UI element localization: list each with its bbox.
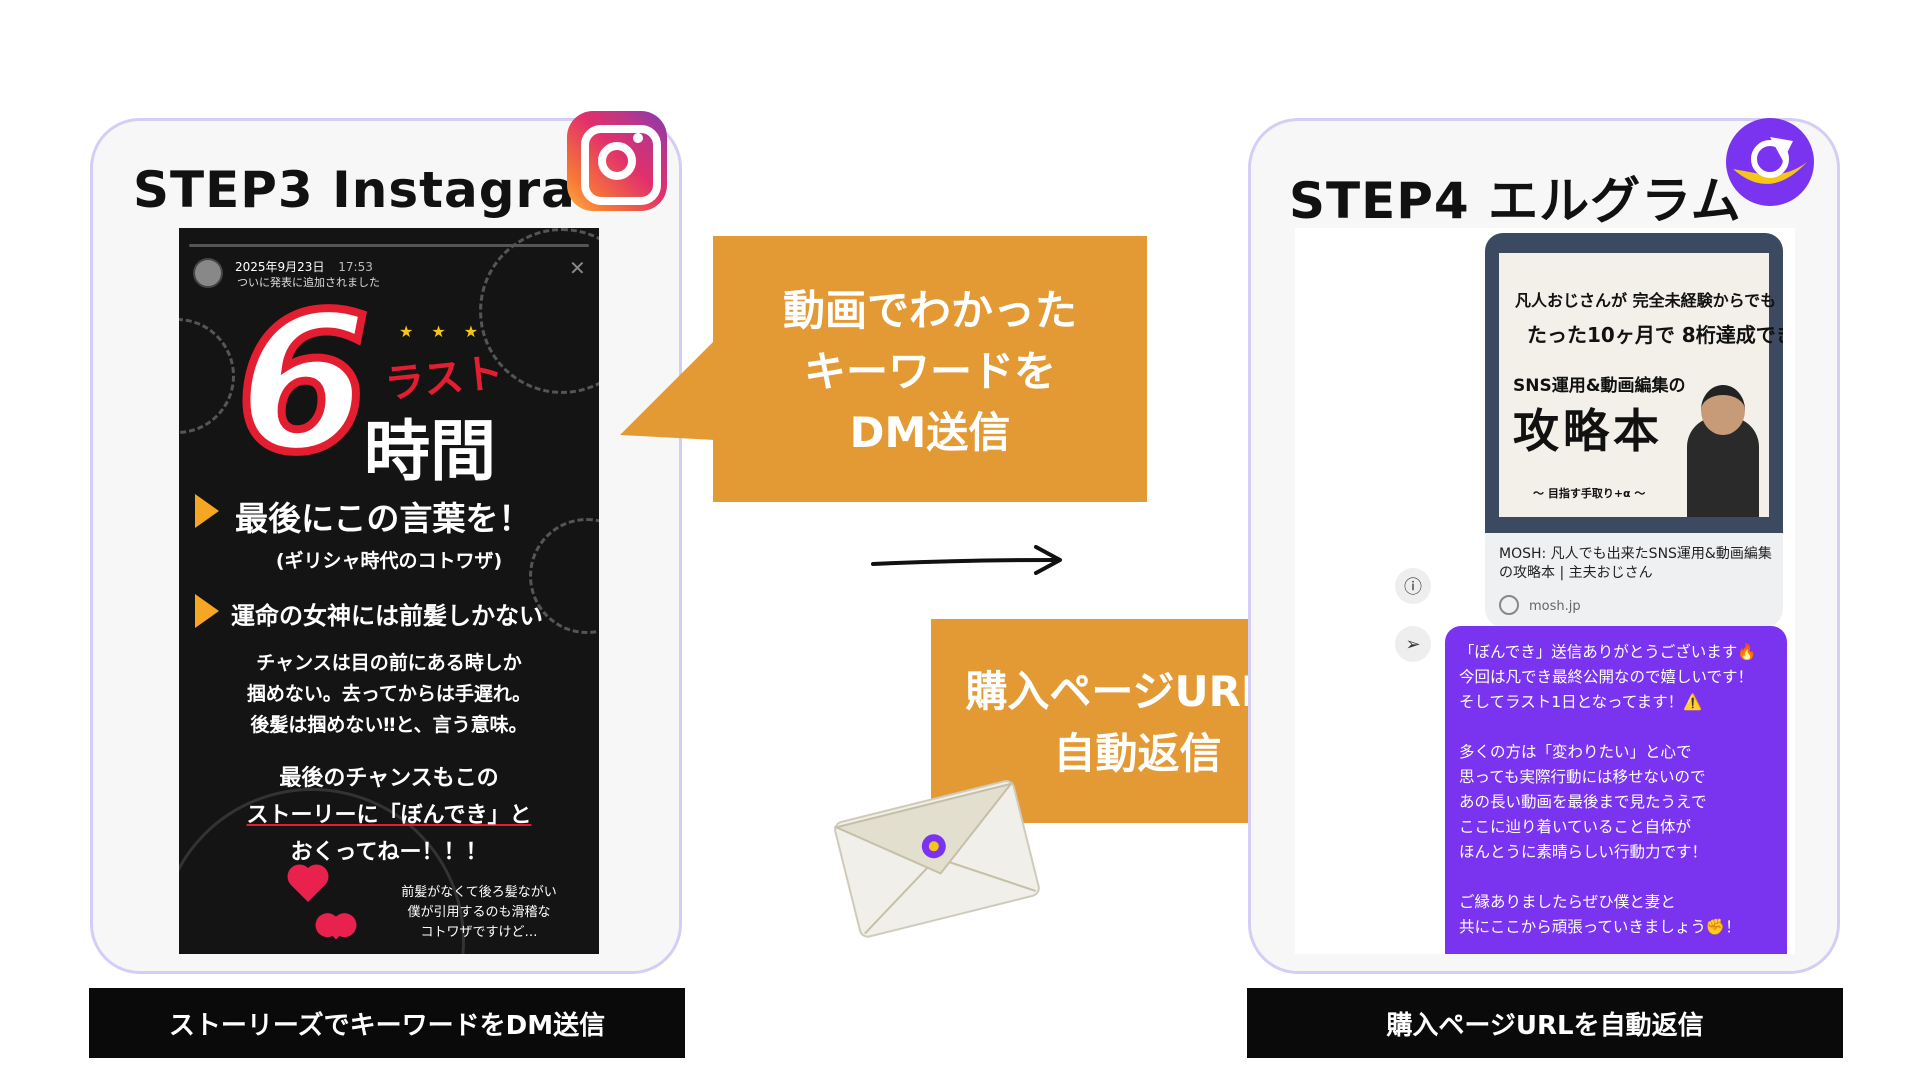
story-progress-bar	[189, 244, 589, 247]
thumb-line: たった10ヶ月で 8桁達成できた	[1527, 323, 1783, 347]
author-photo	[1687, 385, 1759, 517]
big-number-six: 6	[233, 273, 373, 494]
dm-line: 共にここから頑張っていきましょう✊！	[1459, 918, 1741, 936]
heart-icon	[324, 916, 348, 940]
story-body: チャンスは目の前にある時しか 掴めない。去ってからは手遅れ。 後髪は掴めない‼︎…	[179, 648, 599, 741]
dm-message-bubble: 「ぼんでき」送信ありがとうございます🔥 今回は凡でき最終公開なので嬉しいです！ …	[1445, 626, 1787, 954]
triangle-bullet-icon	[195, 594, 219, 628]
thumb-line: 〜 目指す手取り+α 〜	[1533, 487, 1646, 500]
link-thumbnail: 凡人おじさんが 完全未経験からでも たった10ヶ月で 8桁達成できた SNS運用…	[1485, 233, 1783, 533]
step3-caption: ストーリーズでキーワードをDM送信	[89, 988, 685, 1058]
callout-line: 自動返信	[1053, 729, 1222, 778]
dm-line: 多くの方は「変わりたい」と心で	[1459, 743, 1692, 761]
arrow-right-icon	[871, 545, 1062, 575]
dm-line: 「ぼんでき」送信ありがとうございます🔥	[1459, 643, 1757, 661]
dm-line: 思っても実際行動には移せないので	[1459, 768, 1706, 786]
story-cta-line: 最後のチャンスもこの	[279, 766, 499, 791]
info-icon[interactable]: ⓘ	[1395, 568, 1431, 604]
story-date: 2025年9月23日	[235, 260, 325, 274]
envelope-icon	[833, 780, 1040, 938]
dm-chat-area: 凡人おじさんが 完全未経験からでも たった10ヶ月で 8桁達成できた SNS運用…	[1295, 228, 1795, 954]
instagram-icon	[567, 111, 667, 211]
close-icon[interactable]: ✕	[569, 256, 586, 280]
heading-sub: (ギリシャ時代のコトワザ)	[275, 550, 503, 572]
link-title[interactable]: MOSH: 凡人でも出来たSNS運用&動画編集の攻略本 | 主夫おじさん	[1499, 546, 1772, 581]
dm-line: ほんとうに素晴らしい行動力です！	[1459, 843, 1708, 861]
story-body-line: 掴めない。去ってからは手遅れ。	[246, 683, 532, 705]
heading-goddess: 運命の女神には前髪しかない	[231, 602, 543, 630]
story-cta-line: ストーリーに「ぼんでき」と	[246, 803, 532, 828]
callout-tail	[620, 340, 715, 440]
decorative-circle	[179, 318, 235, 434]
dm-line: ここに辿り着いていること自体が	[1459, 818, 1692, 836]
callout-line: 動画でわかった	[782, 286, 1077, 335]
footnote-line: コトワザですけど…	[420, 925, 538, 940]
link-preview-card[interactable]: 凡人おじさんが 完全未経験からでも たった10ヶ月で 8桁達成できた SNS運用…	[1485, 233, 1783, 627]
step4-title: STEP4 エルグラム	[1289, 172, 1742, 230]
footnote-line: 僕が引用するのも滑稽な	[407, 905, 551, 920]
story-subtitle[interactable]: ついに発表に追加されました	[237, 276, 380, 289]
step4-caption: 購入ページURLを自動返信	[1247, 988, 1843, 1058]
thumb-line: 凡人おじさんが 完全未経験からでも	[1515, 291, 1777, 310]
thumb-line: 攻略本	[1513, 404, 1663, 458]
triangle-bullet-icon	[195, 494, 219, 528]
instagram-story: 2025年9月23日 17:53 ついに発表に追加されました ✕ 6 ラスト ★…	[179, 228, 599, 954]
story-body-line: チャンスは目の前にある時しか	[256, 652, 522, 674]
dm-line: そしてラスト1日となってます！⚠️	[1459, 693, 1703, 711]
story-body-line: 後髪は掴めない‼︎と、言う意味。	[250, 714, 528, 736]
elgram-icon	[1726, 118, 1814, 206]
story-time: 17:53	[338, 260, 373, 274]
dm-line: あの長い動画を最後まで見たうえで	[1459, 793, 1707, 811]
heading-last-words: 最後にこの言葉を！	[235, 499, 532, 538]
hours-label: 時間	[364, 413, 496, 490]
step3-title: STEP3 Instagram	[133, 161, 630, 219]
star-icons: ★★★	[399, 322, 497, 341]
callout-keyword-dm: 動画でわかった キーワードを DM送信	[713, 236, 1147, 502]
globe-icon	[1499, 595, 1519, 615]
thumb-line: SNS運用&動画編集の	[1513, 376, 1686, 396]
callout-line: キーワードを	[803, 347, 1056, 396]
callout-line: DM送信	[849, 408, 1011, 457]
avatar[interactable]	[193, 258, 223, 288]
story-cta-line: おくってねー！！！	[290, 840, 488, 865]
story-footnote: 前髪がなくて後ろ髪ながい 僕が引用するのも滑稽な コトワザですけど…	[379, 883, 579, 943]
thumbnail-paper: 凡人おじさんが 完全未経験からでも たった10ヶ月で 8桁達成できた SNS運用…	[1499, 253, 1783, 517]
dm-line	[1459, 865, 1773, 890]
story-cta: 最後のチャンスもこの ストーリーに「ぼんでき」と おくってねー！！！	[179, 760, 599, 871]
link-domain: mosh.jp	[1529, 599, 1581, 614]
dm-line: ご縁ありましたらぜひ僕と妻と	[1459, 893, 1676, 911]
dm-line	[1459, 715, 1773, 740]
dm-line: 今回は凡でき最終公開なので嬉しいです！	[1459, 668, 1754, 686]
footnote-line: 前髪がなくて後ろ髪ながい	[401, 885, 557, 900]
send-icon[interactable]: ➢	[1395, 626, 1431, 662]
